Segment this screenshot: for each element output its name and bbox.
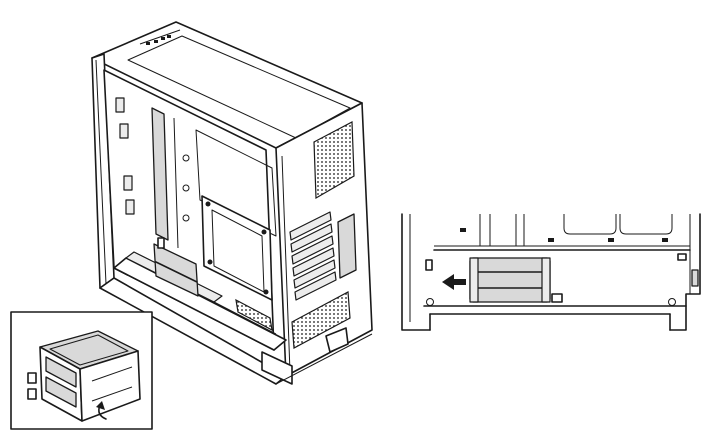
detail-drive-cage <box>469 257 563 303</box>
detail-case-outline <box>401 213 701 331</box>
pci-slot-covers <box>289 211 357 301</box>
case-base <box>99 277 373 385</box>
case-right-panel <box>275 102 373 377</box>
drive-cage-removal-icon <box>401 213 701 331</box>
arrow-left-icon <box>442 274 466 290</box>
detail-side-clips <box>425 253 699 287</box>
detail-motherboard-edge <box>460 214 673 246</box>
drive-cage-inset <box>10 311 153 430</box>
drive-cage-icon <box>27 330 141 422</box>
installed-drive-cage <box>153 237 199 297</box>
cpu-cutout <box>201 195 273 301</box>
case-interior <box>103 69 287 351</box>
